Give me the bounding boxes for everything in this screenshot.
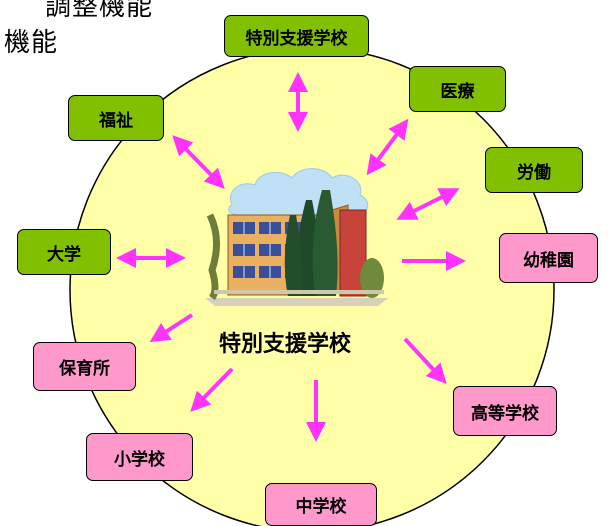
node-university: 大学 (17, 229, 111, 275)
node-elementary: 小学校 (86, 433, 193, 481)
node-welfare: 福祉 (68, 95, 164, 141)
arrow-high-school (403, 337, 447, 384)
arrow-nursery (149, 313, 194, 343)
node-medical: 医療 (409, 66, 506, 112)
node-high-school: 高等学校 (453, 386, 557, 436)
node-junior-high: 中学校 (265, 483, 377, 526)
node-labor: 労働 (485, 147, 583, 193)
node-nursery: 保育所 (33, 342, 136, 391)
node-kindergarten: 幼稚園 (499, 233, 598, 283)
arrow-medical (366, 118, 409, 176)
node-special-support-school: 特別支援学校 (224, 15, 369, 57)
header-line-1: 調整機能 (45, 0, 154, 22)
school-building-icon (205, 168, 388, 306)
header-line-2: 機能 (4, 28, 59, 58)
arrow-welfare (172, 135, 225, 189)
arrow-labor (396, 188, 460, 220)
center-label: 特別支援学校 (219, 332, 352, 357)
arrow-elementary (190, 367, 234, 412)
